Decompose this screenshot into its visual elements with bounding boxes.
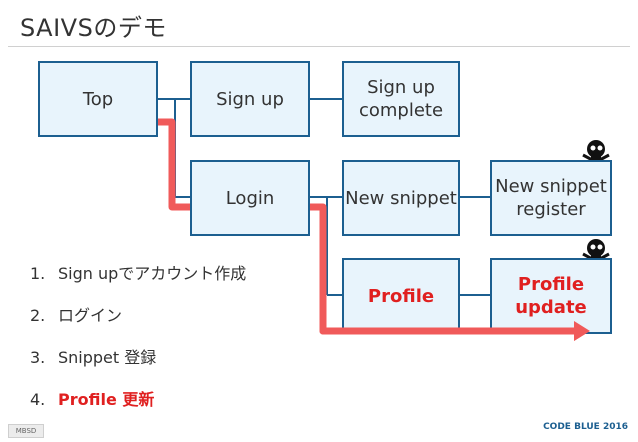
node-new-snippet: New snippet xyxy=(342,160,460,236)
node-profile: Profile xyxy=(342,258,460,334)
node-new-snippet-register: New snippet register xyxy=(490,160,612,236)
node-profile-label: Profile xyxy=(367,285,435,307)
step-label: Sign upでアカウント作成 xyxy=(58,264,247,283)
step-label: Profile 更新 xyxy=(58,390,155,409)
node-login: Login xyxy=(190,160,310,236)
step-4: 4. Profile 更新 xyxy=(30,386,154,410)
node-signup-label: Sign up xyxy=(216,88,284,110)
node-top-label: Top xyxy=(82,88,114,110)
node-new-snippet-label: New snippet xyxy=(345,187,457,209)
step-3: 3. Snippet 登録 xyxy=(30,344,156,368)
step-1: 1. Sign upでアカウント作成 xyxy=(30,260,246,284)
title-divider xyxy=(8,46,630,47)
step-number: 3. xyxy=(30,348,46,367)
node-profile-update-label: Profile update xyxy=(515,274,587,318)
footer-logo-tag: MBSD xyxy=(8,424,44,438)
page-title: SAIVSのデモ xyxy=(20,14,167,42)
step-label: ログイン xyxy=(58,306,123,325)
step-number: 1. xyxy=(30,264,46,283)
step-number: 4. xyxy=(30,390,46,409)
node-signup-complete-label: Sign up complete xyxy=(358,77,444,121)
node-signup-complete: Sign up complete xyxy=(342,61,460,137)
step-2: 2. ログイン xyxy=(30,302,122,326)
node-top: Top xyxy=(38,61,158,137)
node-login-label: Login xyxy=(225,187,275,209)
node-new-snippet-register-label: New snippet register xyxy=(495,176,607,220)
footer-brand: CODE BLUE 2016 xyxy=(543,422,628,432)
step-label: Snippet 登録 xyxy=(58,348,157,367)
node-signup: Sign up xyxy=(190,61,310,137)
node-profile-update: Profile update xyxy=(490,258,612,334)
step-number: 2. xyxy=(30,306,46,325)
